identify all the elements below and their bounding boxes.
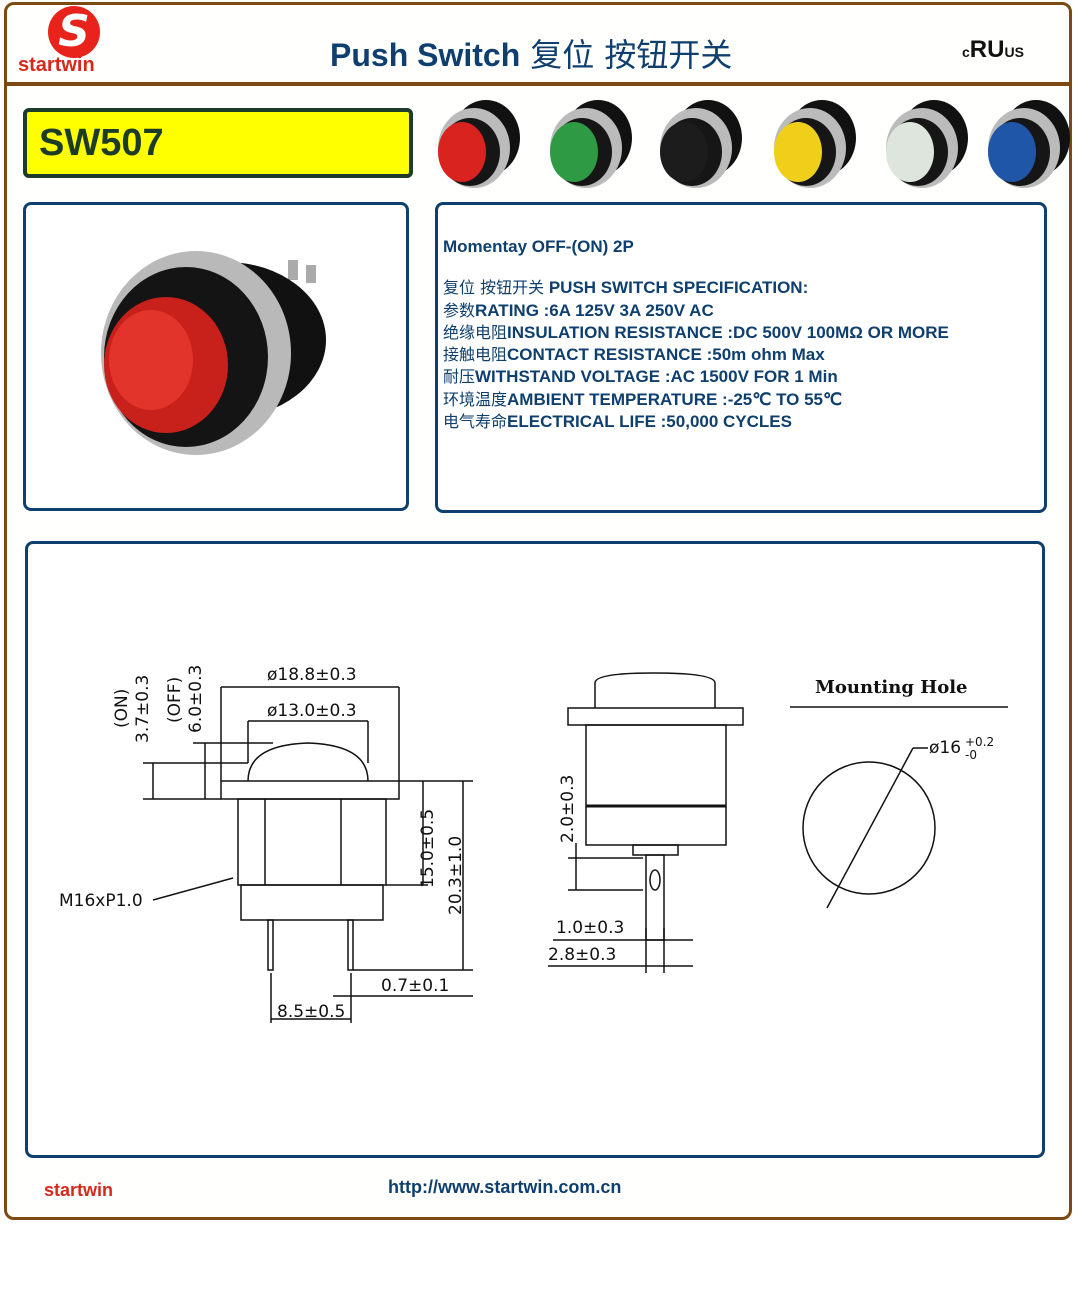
spec-row: 电气寿命ELECTRICAL LIFE :50,000 CYCLES xyxy=(443,412,792,432)
color-variant-thumbnail xyxy=(764,98,856,190)
dim-pin-pitch: 8.5±0.5 xyxy=(277,1002,345,1022)
dim-off-label: (OFF) xyxy=(165,677,185,723)
dim-off-value: 6.0±0.3 xyxy=(186,665,206,733)
spec-row: 参数RATING :6A 125V 3A 250V AC xyxy=(443,300,714,320)
dim-outer-diameter: ø18.8±0.3 xyxy=(267,665,357,685)
dim-terminal-thickness: 1.0±0.3 xyxy=(556,918,624,938)
mounting-hole-diameter: ø16 xyxy=(929,738,961,758)
dim-cap-diameter: ø13.0±0.3 xyxy=(267,701,357,721)
dim-body-height: 15.0±0.5 xyxy=(418,809,438,888)
svg-text:+0.2: +0.2 xyxy=(965,735,994,749)
dim-thread: M16xP1.0 xyxy=(59,891,143,911)
switch-type: Momentay OFF-(ON) 2P xyxy=(443,237,634,256)
cul-us-mark: cRUUS xyxy=(962,36,1024,63)
color-variant-thumbnail xyxy=(876,98,968,190)
dim-side-height: 2.0±0.3 xyxy=(558,775,578,843)
spec-row: 绝缘电阻INSULATION RESISTANCE :DC 500V 100MΩ… xyxy=(443,322,949,342)
color-variant-thumbnail xyxy=(650,98,742,190)
dim-on-value: 3.7±0.3 xyxy=(133,675,153,743)
dim-on-label: (ON) xyxy=(112,689,132,728)
footer-brand: startwin xyxy=(44,1180,114,1200)
product-image-box xyxy=(23,202,409,511)
color-variant-thumbnail xyxy=(978,98,1070,190)
spec-row: 耐压WITHSTAND VOLTAGE :AC 1500V FOR 1 Min xyxy=(443,367,838,387)
specification-text: Momentay OFF-(ON) 2P 复位 按钮开关 PUSH SWITCH… xyxy=(443,236,949,433)
footer-url-link[interactable]: http://www.startwin.com.cn xyxy=(388,1177,622,1197)
dim-terminal-width: 2.8±0.3 xyxy=(548,945,616,965)
dimension-drawing-box: ø18.8±0.3 ø13.0±0.3 (ON) 3.7±0.3 (OFF) 6… xyxy=(25,541,1045,1158)
svg-text:-0: -0 xyxy=(965,748,977,762)
header-divider xyxy=(4,82,1072,86)
dimension-drawing: ø18.8±0.3 ø13.0±0.3 (ON) 3.7±0.3 (OFF) 6… xyxy=(59,665,1008,1023)
mounting-hole-title: Mounting Hole xyxy=(815,677,968,698)
red-push-switch-image xyxy=(101,251,326,455)
model-label: SW507 xyxy=(23,108,413,178)
spec-row: 环境温度AMBIENT TEMPERATURE :-25℃ TO 55℃ xyxy=(443,389,843,409)
color-variant-thumbnail xyxy=(540,98,632,190)
color-variant-thumbnail xyxy=(428,98,520,190)
dim-total-height: 20.3±1.0 xyxy=(446,836,466,915)
specification-box xyxy=(435,202,1047,513)
dim-pin-width: 0.7±0.1 xyxy=(381,976,449,996)
spec-row: 接触电阻CONTACT RESISTANCE :50m ohm Max xyxy=(443,345,825,365)
